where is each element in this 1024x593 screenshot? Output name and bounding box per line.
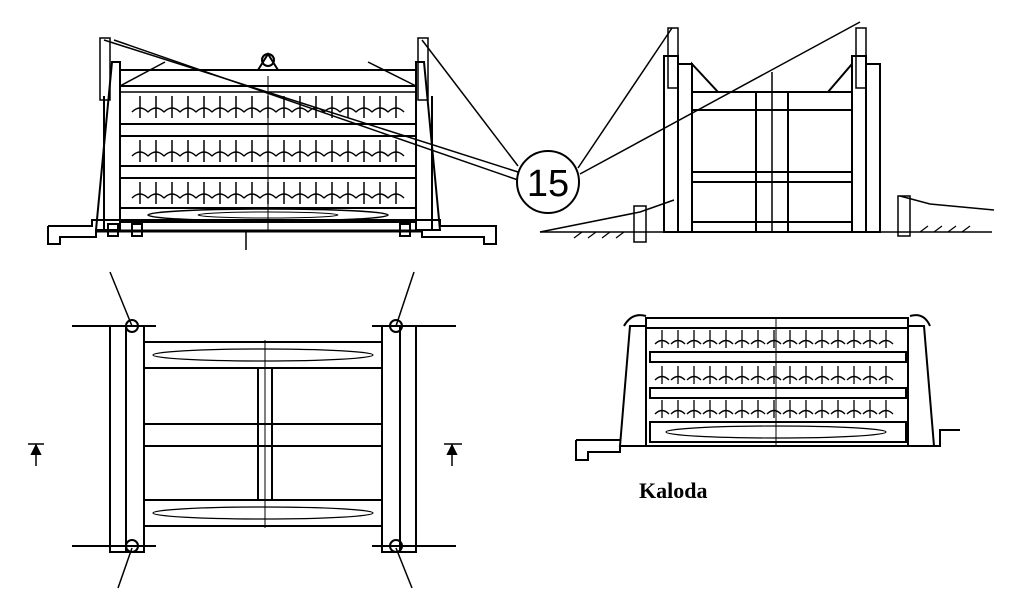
front-elevation-view <box>48 38 496 250</box>
leader-line-5 <box>580 22 860 174</box>
plan-view <box>28 272 462 588</box>
callout-circle <box>517 151 579 213</box>
callout-15: 15 <box>104 22 860 213</box>
leader-line-4 <box>578 28 672 168</box>
side-elevation-view <box>540 28 994 242</box>
leader-line-2 <box>422 40 518 166</box>
callout-number: 15 <box>527 163 569 205</box>
leader-line-3 <box>114 40 518 180</box>
drawing-caption: Kaloda <box>639 478 708 503</box>
leader-line-1 <box>104 40 518 172</box>
small-front-elevation-view <box>576 315 960 460</box>
